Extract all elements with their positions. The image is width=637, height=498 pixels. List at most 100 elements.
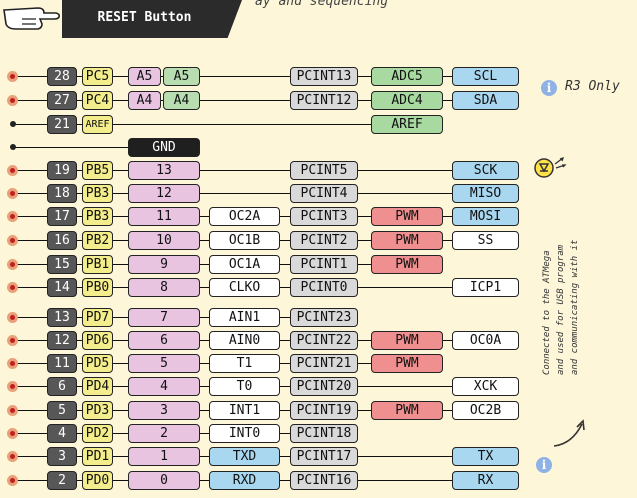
gnd-label: GND (128, 138, 200, 157)
comm-label: ICP1 (452, 278, 519, 297)
pin-dot (7, 475, 18, 486)
alt-function-label: OC1A (209, 255, 280, 274)
port-name: PD3 (82, 401, 113, 420)
physical-pin-number: 3 (47, 447, 77, 466)
port-name: PD0 (82, 471, 113, 490)
physical-pin-number: 28 (47, 67, 77, 86)
digital-pin-label: 1 (128, 447, 200, 466)
pcint-label: PCINT1 (290, 255, 358, 274)
pin-dot (7, 282, 18, 293)
physical-pin-number: 2 (47, 471, 77, 490)
pcint-label: PCINT21 (290, 354, 358, 373)
port-name: PD5 (82, 354, 113, 373)
r3-only-note: R3 Only (565, 79, 620, 94)
adc-label: ADC5 (371, 67, 443, 86)
port-name: PB3 (82, 184, 113, 203)
pin-dot (7, 405, 18, 416)
usb-connection-note: Connected to the ATMega and used for USB… (540, 175, 582, 375)
pin-dot (7, 312, 18, 323)
pwm-label: PWM (371, 207, 443, 226)
pin-dot (7, 381, 18, 392)
pwm-label: PWM (371, 354, 443, 373)
port-name: PB1 (82, 255, 113, 274)
port-name: PB3 (82, 207, 113, 226)
pcint-label: PCINT20 (290, 377, 358, 396)
digital-pin-label: 13 (128, 161, 200, 180)
physical-pin-number: 27 (47, 91, 77, 110)
physical-pin-number: 4 (47, 424, 77, 443)
pin-dot (7, 259, 18, 270)
pin-dot (7, 211, 18, 222)
digital-pin-label: A4 (128, 91, 161, 110)
port-name: PB2 (82, 231, 113, 250)
digital-pin-label: 8 (128, 278, 200, 297)
port-name: PD1 (82, 447, 113, 466)
wire (12, 100, 452, 101)
digital-pin-label: 3 (128, 401, 200, 420)
alt-function-label: AIN1 (209, 308, 280, 327)
pcint-label: PCINT18 (290, 424, 358, 443)
comm-label: TX (452, 447, 519, 466)
comm-label: MISO (452, 184, 519, 203)
note-line-3: and communicating with it (570, 239, 580, 375)
comm-label: XCK (452, 377, 519, 396)
digital-pin-label: 7 (128, 308, 200, 327)
wire (12, 147, 128, 148)
curved-arrow-icon (553, 419, 585, 447)
analog-pin-label: A4 (163, 91, 200, 110)
port-name: PD6 (82, 331, 113, 350)
alt-function-label: TXD (209, 447, 280, 466)
physical-pin-number: 15 (47, 255, 77, 274)
pin-dot (7, 451, 18, 462)
pcint-label: PCINT3 (290, 207, 358, 226)
header-title: RESET Button (97, 10, 192, 25)
digital-pin-label: 4 (128, 377, 200, 396)
digital-pin-label: 9 (128, 255, 200, 274)
port-name: PC5 (82, 67, 113, 86)
pin-dot (7, 428, 18, 439)
physical-pin-number: 5 (47, 401, 77, 420)
physical-pin-number: 12 (47, 331, 77, 350)
analog-pin-label: A5 (163, 67, 200, 86)
pin-dot (10, 144, 16, 150)
physical-pin-number: 18 (47, 184, 77, 203)
physical-pin-number: 11 (47, 354, 77, 373)
alt-function-label: AIN0 (209, 331, 280, 350)
alt-function-label: INT0 (209, 424, 280, 443)
digital-pin-label: 11 (128, 207, 200, 226)
comm-label: MOSI (452, 207, 519, 226)
port-name: PD2 (82, 424, 113, 443)
physical-pin-number: 19 (47, 161, 77, 180)
port-name: PD7 (82, 308, 113, 327)
physical-pin-number: 17 (47, 207, 77, 226)
digital-pin-label: 10 (128, 231, 200, 250)
wire (12, 76, 452, 77)
caption-fragment: ay and sequencing (255, 0, 389, 9)
pin-dot (7, 95, 18, 106)
note-line-2: and used for USB program (556, 244, 566, 375)
adc-label: ADC4 (371, 91, 443, 110)
physical-pin-number: 6 (47, 377, 77, 396)
pin-dot (7, 165, 18, 176)
digital-pin-label: 2 (128, 424, 200, 443)
pcint-label: PCINT19 (290, 401, 358, 420)
alt-function-label: OC1B (209, 231, 280, 250)
port-name: PC4 (82, 91, 113, 110)
led-icon (534, 156, 567, 178)
alt-function-label: OC2A (209, 207, 280, 226)
physical-pin-number: 14 (47, 278, 77, 297)
pin-dot (7, 335, 18, 346)
pwm-label: PWM (371, 401, 443, 420)
wire (12, 124, 371, 125)
wire (12, 193, 452, 194)
comm-label: SCL (452, 67, 519, 86)
pin-dot (7, 188, 18, 199)
pcint-label: PCINT12 (290, 91, 358, 110)
alt-function-label: RXD (209, 471, 280, 490)
comm-label: SCK (452, 161, 519, 180)
alt-function-label: INT1 (209, 401, 280, 420)
comm-label: SS (452, 231, 519, 250)
pcint-label: PCINT22 (290, 331, 358, 350)
comm-label: RX (452, 471, 519, 490)
